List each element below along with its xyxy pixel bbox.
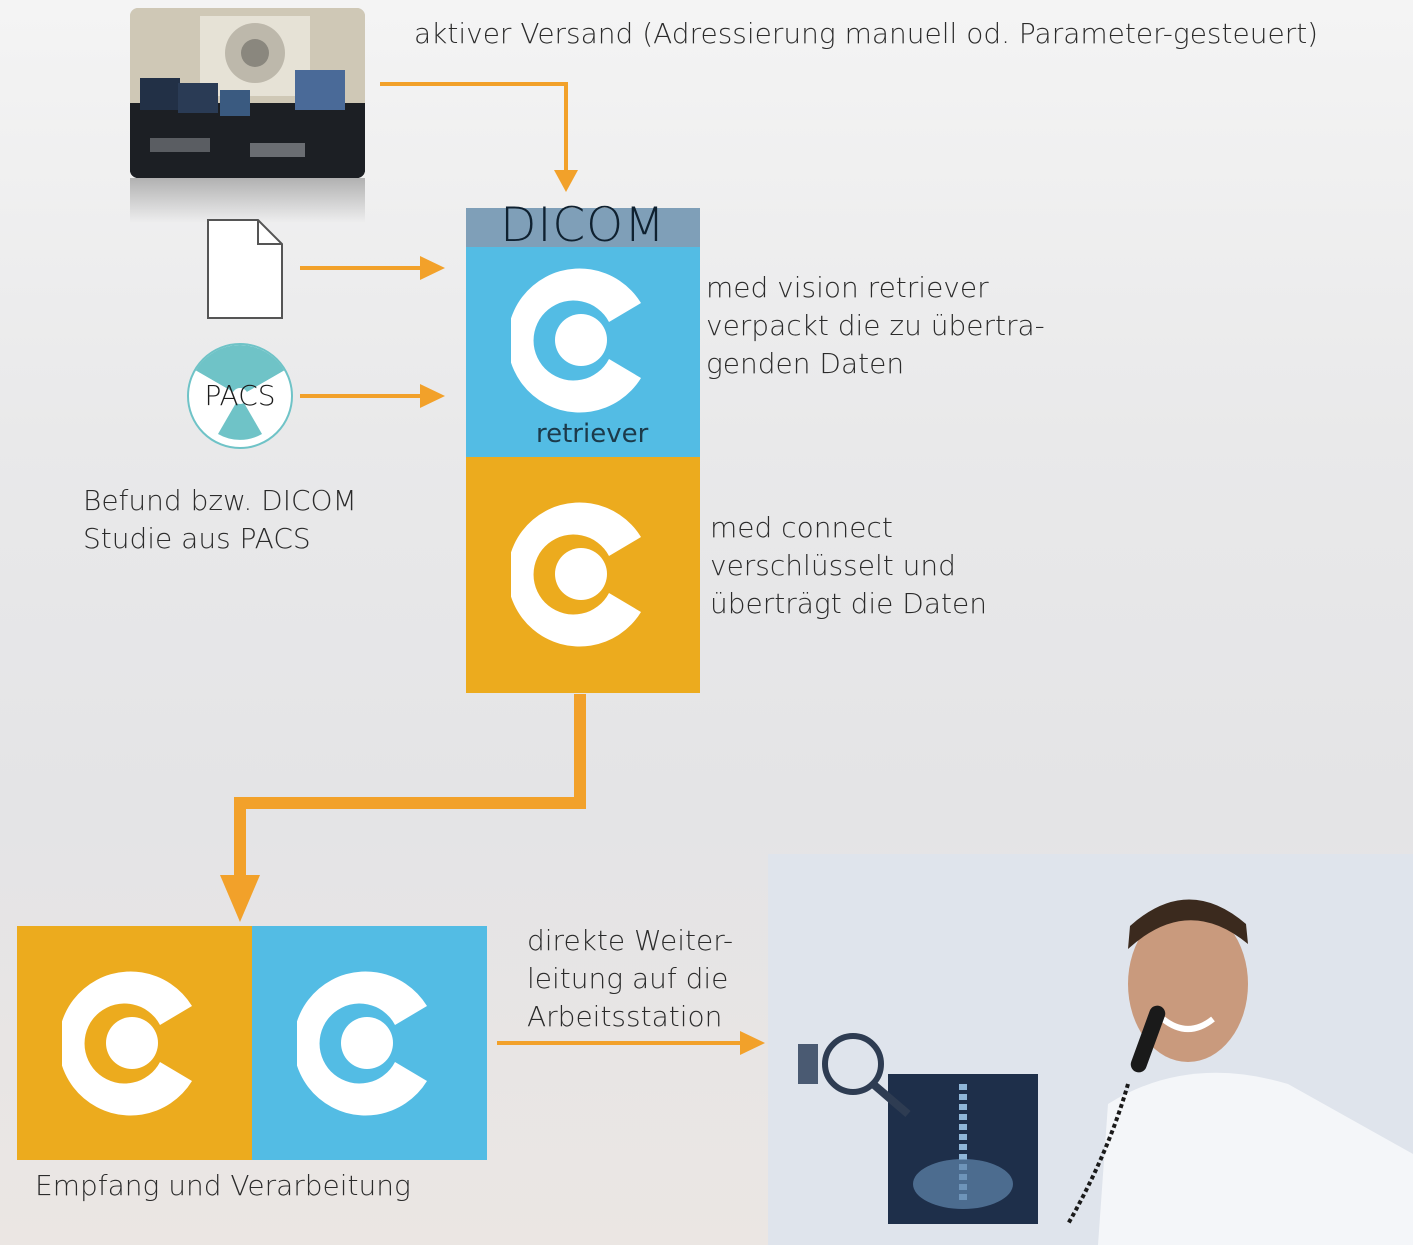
retriever-tile: retriever xyxy=(466,247,700,457)
forward-desc-line1: direkte Weiter- xyxy=(527,924,734,957)
c-logo-icon xyxy=(511,268,641,413)
forward-desc-line3: Arbeitsstation xyxy=(527,1000,723,1033)
radiation-icon: PACS xyxy=(187,343,293,453)
retriever-desc-line2: verpackt die zu übertra- xyxy=(706,309,1045,342)
connect-desc-line3: überträgt die Daten xyxy=(710,587,987,620)
doctor-phone-photo xyxy=(768,854,1413,1245)
source-caption-line1: Befund bzw. DICOM xyxy=(83,484,357,517)
arrow-document-to-retriever xyxy=(300,256,445,280)
ct-photo-reflection xyxy=(130,178,365,223)
retriever-desc-line3: genden Daten xyxy=(706,347,905,380)
arrow-pacs-to-retriever xyxy=(300,384,445,408)
connect-desc-line2: verschlüsselt und xyxy=(710,549,956,582)
connect-desc-line1: med connect xyxy=(710,511,893,544)
c-logo-icon xyxy=(511,502,641,647)
c-logo-icon xyxy=(62,971,192,1116)
connect-tile xyxy=(466,457,700,693)
receiver-connect-tile xyxy=(17,926,252,1160)
retriever-label: retriever xyxy=(536,419,649,449)
document-icon xyxy=(206,218,284,324)
dicom-header-bar xyxy=(466,208,700,247)
dicom-title: DICOM xyxy=(500,198,666,253)
arrow-ct-to-dicom xyxy=(380,82,578,192)
ct-control-room-photo xyxy=(130,8,365,178)
top-caption: aktiver Versand (Adressierung manuell od… xyxy=(414,17,1319,50)
source-caption-line2: Studie aus PACS xyxy=(83,522,311,555)
pacs-label: PACS xyxy=(204,379,276,412)
retriever-desc-line1: med vision retriever xyxy=(706,271,989,304)
arrow-connect-to-receiver xyxy=(220,694,586,922)
c-logo-icon xyxy=(297,971,427,1116)
receive-caption: Empfang und Verarbeitung xyxy=(35,1169,411,1202)
forward-desc-line2: leitung auf die xyxy=(527,962,729,995)
arrow-receiver-to-workstation xyxy=(497,1031,765,1055)
receiver-retriever-tile xyxy=(252,926,487,1160)
